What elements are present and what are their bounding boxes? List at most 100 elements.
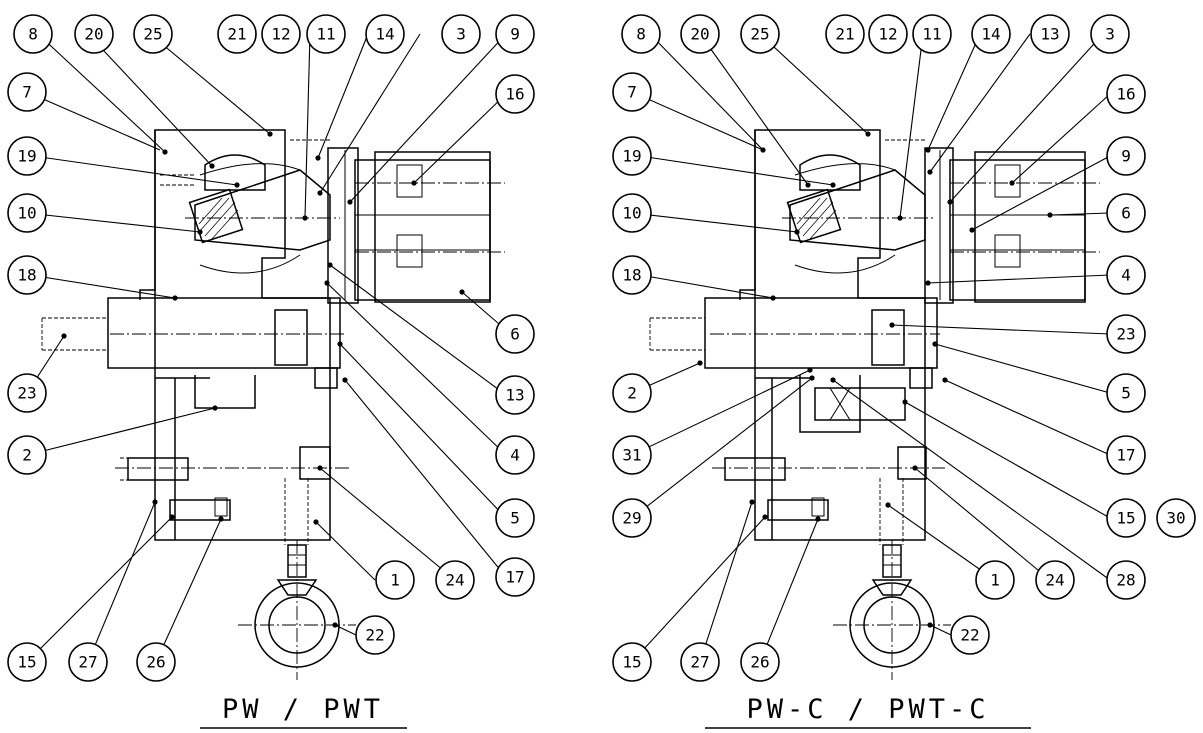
- bubble-16: 16: [495, 74, 535, 114]
- svg-text:3: 3: [456, 25, 466, 44]
- svg-text:20: 20: [84, 25, 103, 44]
- svg-text:12: 12: [878, 25, 897, 44]
- bubble-28: 28: [1106, 560, 1146, 600]
- svg-text:6: 6: [1121, 204, 1131, 223]
- svg-text:9: 9: [510, 25, 520, 44]
- leader-dots-right: [697, 131, 1053, 628]
- bubble-20: 20: [680, 14, 720, 54]
- svg-text:12: 12: [271, 25, 290, 44]
- svg-text:17: 17: [1116, 446, 1135, 465]
- svg-text:17: 17: [505, 568, 524, 587]
- bubble-23: 23: [7, 373, 47, 413]
- view-pw-pwt: 8 20 25 21 12 11 14 3 9 7 16 19 10 18 6 …: [7, 14, 535, 729]
- svg-text:10: 10: [622, 204, 641, 223]
- bubble-10: 10: [612, 193, 652, 233]
- svg-text:19: 19: [622, 147, 641, 166]
- svg-text:11: 11: [922, 25, 941, 44]
- bubble-1: 1: [375, 560, 415, 600]
- bubble-21: 21: [825, 14, 865, 54]
- svg-text:30: 30: [1166, 509, 1185, 528]
- bubble-12: 12: [261, 14, 301, 54]
- svg-text:21: 21: [227, 25, 246, 44]
- label-bubbles-left: 8 20 25 21 12 11 14 3 9 7 16 19 10 18 6 …: [7, 14, 535, 682]
- svg-text:15: 15: [1116, 509, 1135, 528]
- bubble-15: 15: [1106, 498, 1146, 538]
- bubble-9: 9: [495, 14, 535, 54]
- bubble-11: 11: [306, 14, 346, 54]
- svg-text:28: 28: [1116, 571, 1135, 590]
- body-drawing-left: [41, 129, 505, 680]
- svg-text:1: 1: [990, 571, 1000, 590]
- svg-text:26: 26: [146, 653, 165, 672]
- bubble-13: 13: [1030, 14, 1070, 54]
- bubble-30: 30: [1156, 498, 1196, 538]
- body-drawing-right: [649, 129, 1100, 680]
- svg-text:4: 4: [1121, 266, 1131, 285]
- svg-text:16: 16: [1116, 85, 1135, 104]
- svg-text:13: 13: [1040, 25, 1059, 44]
- bubble-14: 14: [365, 14, 405, 54]
- svg-text:29: 29: [622, 509, 641, 528]
- bubble-27: 27: [68, 642, 108, 682]
- bubble-17: 17: [1106, 435, 1146, 475]
- bubble-16: 16: [1106, 74, 1146, 114]
- bubble-2: 2: [612, 373, 652, 413]
- roller-hatch-left: [198, 197, 239, 241]
- bubble-26: 26: [136, 642, 176, 682]
- svg-text:8: 8: [636, 25, 646, 44]
- svg-text:7: 7: [22, 83, 32, 102]
- bubble-4: 4: [495, 435, 535, 475]
- svg-text:11: 11: [316, 25, 335, 44]
- svg-text:27: 27: [690, 653, 709, 672]
- leader-lines-right: [631, 33, 1111, 663]
- bubble-1: 1: [975, 560, 1015, 600]
- bubble-12: 12: [868, 14, 908, 54]
- bubble-25: 25: [133, 14, 173, 54]
- svg-text:26: 26: [750, 653, 769, 672]
- svg-text:21: 21: [835, 25, 854, 44]
- svg-text:25: 25: [143, 25, 162, 44]
- svg-text:23: 23: [17, 384, 36, 403]
- bubble-7: 7: [7, 72, 47, 112]
- svg-text:18: 18: [17, 266, 36, 285]
- bubble-3: 3: [1090, 14, 1130, 54]
- bubble-23: 23: [1106, 314, 1146, 354]
- svg-text:18: 18: [622, 266, 641, 285]
- bubble-21: 21: [217, 14, 257, 54]
- bubble-18: 18: [612, 255, 652, 295]
- bubble-5: 5: [495, 498, 535, 538]
- svg-text:19: 19: [17, 147, 36, 166]
- svg-text:24: 24: [1045, 571, 1064, 590]
- svg-text:4: 4: [510, 446, 520, 465]
- label-bubbles-right: 8 20 25 21 12 11 14 13 3 7 16 19 9 10 6 …: [612, 14, 1196, 682]
- svg-text:15: 15: [622, 653, 641, 672]
- bubble-3: 3: [441, 14, 481, 54]
- bubble-9: 9: [1106, 136, 1146, 176]
- svg-text:22: 22: [365, 626, 384, 645]
- bubble-17: 17: [495, 557, 535, 597]
- bubble-22: 22: [355, 615, 395, 655]
- bubble-6: 6: [495, 314, 535, 354]
- bubble-24: 24: [435, 560, 475, 600]
- bubble-19: 19: [612, 136, 652, 176]
- bubble-13: 13: [495, 375, 535, 415]
- roller-hatch-right: [796, 197, 837, 241]
- svg-text:24: 24: [445, 571, 464, 590]
- bubble-26: 26: [740, 642, 780, 682]
- svg-text:2: 2: [22, 446, 32, 465]
- svg-text:14: 14: [981, 25, 1000, 44]
- svg-text:25: 25: [750, 25, 769, 44]
- svg-text:9: 9: [1121, 147, 1131, 166]
- bubble-22: 22: [950, 615, 990, 655]
- svg-text:23: 23: [1116, 325, 1135, 344]
- bubble-29: 29: [612, 498, 652, 538]
- leader-lines-left: [26, 33, 507, 663]
- bubble-14: 14: [971, 14, 1011, 54]
- svg-text:22: 22: [960, 626, 979, 645]
- bubble-15: 15: [7, 642, 47, 682]
- svg-text:3: 3: [1105, 25, 1115, 44]
- bubble-6: 6: [1106, 193, 1146, 233]
- svg-text:27: 27: [78, 653, 97, 672]
- svg-text:15: 15: [17, 653, 36, 672]
